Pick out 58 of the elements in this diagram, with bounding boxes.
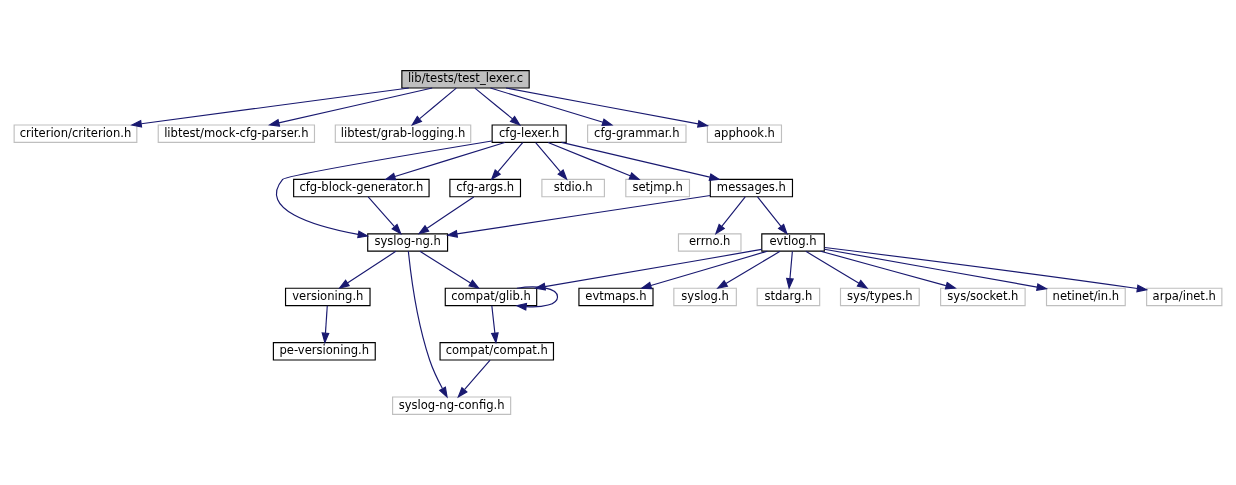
arrow: [474, 87, 522, 126]
arrow: [547, 141, 641, 181]
node-box: lib/tests/test_lexer.c: [401, 70, 530, 89]
arrow: [505, 87, 710, 128]
node-box: cfg-grammar.h: [587, 124, 687, 143]
arrow: [823, 248, 1049, 291]
arrow: [457, 359, 491, 399]
node-box: evtlog.h: [761, 233, 825, 252]
arrow: [130, 87, 410, 128]
node-box: apphook.h: [706, 124, 783, 143]
node-box: stdarg.h: [756, 287, 821, 307]
node-box: libtest/grab-logging.h: [334, 124, 472, 143]
arrow: [490, 305, 499, 345]
node-box: syslog-ng-config.h: [392, 396, 512, 415]
arrow: [820, 250, 957, 290]
arrow: [515, 286, 559, 311]
arrow: [417, 196, 475, 235]
node-box: sys/socket.h: [940, 287, 1026, 307]
node-box: criterion/criterion.h: [13, 124, 138, 143]
arrow: [419, 250, 481, 289]
arrow: [321, 305, 330, 345]
node-box: arpa/inet.h: [1146, 287, 1223, 307]
arrow: [489, 87, 614, 126]
node-box: cfg-args.h: [449, 178, 522, 198]
node-box: cfg-block-generator.h: [293, 178, 430, 198]
node-box: syslog.h: [673, 287, 737, 307]
arrow: [446, 194, 711, 238]
arrow: [560, 141, 721, 182]
arrow: [535, 141, 568, 181]
node-box: compat/compat.h: [439, 342, 555, 361]
arrow: [367, 196, 402, 235]
node-box: errno.h: [677, 233, 742, 252]
node-box: versioning.h: [284, 287, 371, 307]
arrow: [714, 196, 746, 235]
arrow: [268, 87, 433, 127]
node-box: pe-versioning.h: [272, 342, 376, 361]
node-box: sys/types.h: [839, 287, 920, 307]
arrow: [785, 250, 795, 290]
node-box: setjmp.h: [625, 178, 691, 198]
node-box: messages.h: [709, 178, 794, 198]
arrow: [716, 250, 781, 290]
arrow: [410, 87, 457, 126]
node-box: evtmaps.h: [578, 287, 654, 307]
arrow: [275, 140, 493, 239]
node-box: compat/glib.h: [444, 287, 538, 307]
node-box: libtest/mock-cfg-parser.h: [157, 124, 316, 143]
arrow: [756, 196, 788, 235]
node-box: netinet/in.h: [1045, 287, 1126, 307]
arrow: [490, 141, 524, 181]
arrow: [640, 250, 768, 290]
node-box: stdio.h: [541, 178, 605, 198]
arrow: [824, 246, 1149, 293]
arrow: [407, 250, 448, 399]
node-box: syslog-ng.h: [367, 233, 449, 252]
arrow: [338, 250, 397, 289]
arrow: [384, 141, 506, 181]
arrow: [805, 250, 869, 289]
node-box: cfg-lexer.h: [491, 124, 567, 143]
